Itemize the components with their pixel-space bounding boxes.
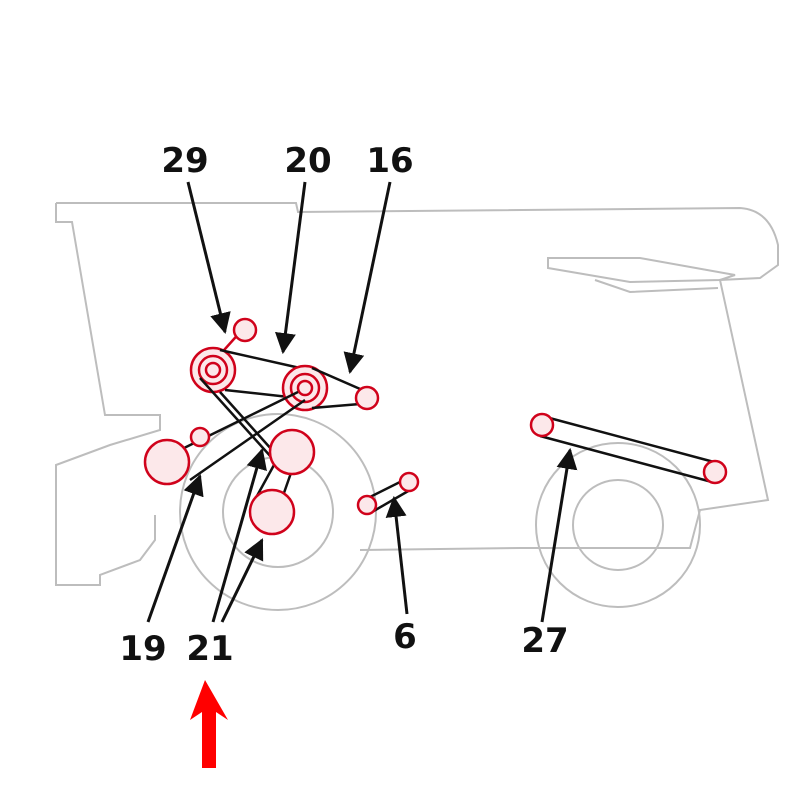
up-arrow-indicator <box>190 680 228 768</box>
pulley-21-upper <box>268 428 316 476</box>
callout-29: 29 <box>161 141 208 181</box>
leader-arrows <box>146 181 578 623</box>
callout-19: 19 <box>119 629 166 669</box>
arrow-21-b <box>220 538 264 623</box>
arrow-21-a <box>211 447 267 623</box>
arrow-27 <box>540 447 578 623</box>
callout-21: 21 <box>186 629 233 669</box>
pulley-21-lower <box>248 488 296 536</box>
arrow-29 <box>186 181 231 335</box>
pulley-27-front <box>529 412 555 438</box>
belt-21 <box>199 377 294 511</box>
pulley-6-front <box>356 494 378 516</box>
belt-16 <box>311 366 368 410</box>
arrow-20 <box>275 181 307 355</box>
pulley-27-rear <box>702 459 728 485</box>
rear-deck-line <box>594 279 719 294</box>
callout-6: 6 <box>393 617 417 657</box>
arrow-6 <box>385 495 409 615</box>
pulley-20-hub <box>296 379 314 397</box>
pulley-16 <box>354 385 380 411</box>
pulley-29-small <box>232 317 258 343</box>
callout-labels: 29 20 16 19 21 6 27 <box>119 141 568 669</box>
belt-27 <box>539 414 715 484</box>
idler-19 <box>189 426 211 448</box>
rear-wheel <box>535 442 701 608</box>
grain-tank-slot <box>547 257 736 284</box>
arrow-19 <box>146 474 204 623</box>
pulley-29-mid <box>197 354 229 386</box>
callout-16: 16 <box>366 141 413 181</box>
callout-20: 20 <box>284 141 331 181</box>
arrow-16 <box>343 181 392 375</box>
cab-and-body-outline <box>55 202 779 586</box>
pulley-6-rear <box>398 471 420 493</box>
pulley-19 <box>143 438 191 486</box>
belt-drive-parts <box>143 317 728 536</box>
pulley-20-mid <box>289 372 321 404</box>
callout-27: 27 <box>521 621 568 661</box>
pulley-29-hub <box>204 361 222 379</box>
harvester-body-outline <box>55 202 779 586</box>
